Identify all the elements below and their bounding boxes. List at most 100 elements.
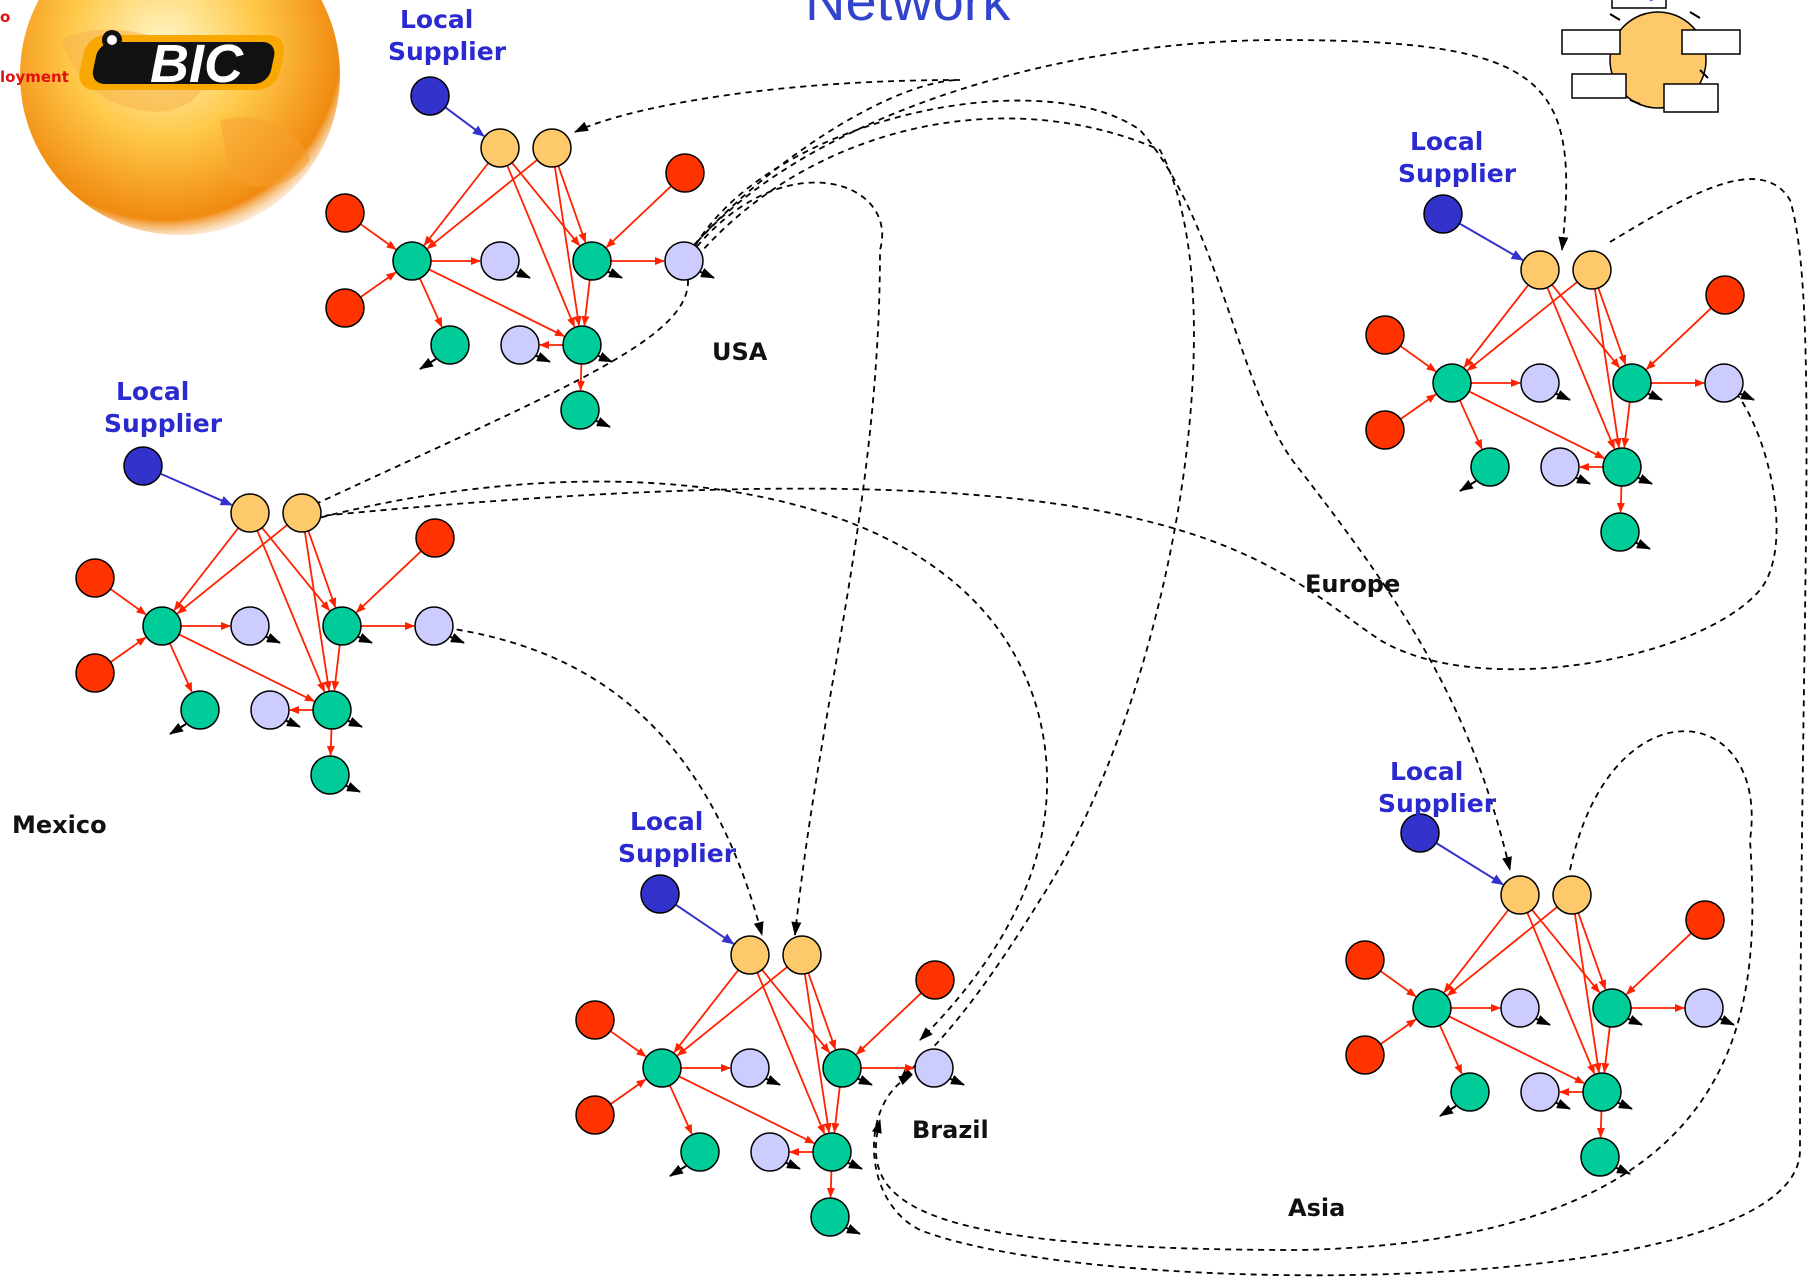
- flow-arrow: [176, 524, 288, 615]
- bic-logo: BIC o loyment: [0, 0, 340, 235]
- outflow-arrow: [1439, 1104, 1457, 1117]
- outflow-arrow: [513, 268, 531, 279]
- inter-region-link: [291, 279, 689, 516]
- green-node: [392, 241, 432, 281]
- flow-arrow: [1448, 1015, 1585, 1084]
- local-supplier-node: [410, 76, 450, 116]
- green-node: [1600, 512, 1640, 552]
- red-node: [1365, 410, 1405, 450]
- outflow-arrow: [283, 717, 301, 728]
- lavender-node: [250, 690, 290, 730]
- red-node: [75, 558, 115, 598]
- outflow-arrow: [355, 633, 373, 644]
- inter-region-links: [291, 39, 1808, 1277]
- lavender-node: [1500, 988, 1540, 1028]
- outflow-arrow: [1625, 1015, 1643, 1026]
- inter-region-link: [423, 624, 764, 936]
- outflow-arrow: [419, 357, 437, 370]
- green-node: [1582, 1072, 1622, 1112]
- flow-arrow: [553, 166, 582, 327]
- orange-node: [230, 493, 270, 533]
- flow-arrow: [803, 973, 832, 1134]
- flow-arrow: [331, 644, 341, 692]
- supplier-arrow: [675, 903, 735, 945]
- outflow-arrow: [843, 1224, 861, 1235]
- supplier-label: Local: [1410, 127, 1483, 156]
- page-title: Network: [805, 0, 1011, 32]
- region-label-mexico: Mexico: [12, 811, 107, 839]
- green-node: [180, 690, 220, 730]
- outflow-arrow: [1635, 474, 1653, 485]
- green-node: [642, 1048, 682, 1088]
- flow-arrow: [109, 588, 147, 616]
- logo-text-1: o: [0, 8, 10, 26]
- outflow-arrow: [263, 633, 281, 644]
- orange-node: [1500, 875, 1540, 915]
- orange-node: [480, 128, 520, 168]
- flow-arrow: [506, 165, 576, 328]
- region-label-usa: USA: [712, 338, 768, 366]
- outflow-arrow: [605, 268, 623, 279]
- green-node: [560, 390, 600, 430]
- orange-node: [532, 128, 572, 168]
- outflow-arrow: [845, 1159, 863, 1170]
- lavender-node: [730, 1048, 770, 1088]
- flow-arrow: [303, 531, 332, 692]
- flow-arrow: [1466, 281, 1578, 372]
- supplier-label: Supplier: [618, 839, 737, 868]
- outflow-arrow: [669, 1164, 687, 1177]
- green-node: [562, 325, 602, 365]
- inter-region-link: [689, 117, 1195, 1081]
- green-node: [1412, 988, 1452, 1028]
- flow-arrow: [359, 223, 397, 251]
- green-node: [810, 1197, 850, 1237]
- outflow-arrow: [763, 1075, 781, 1086]
- red-node: [1685, 900, 1725, 940]
- orange-node: [782, 935, 822, 975]
- flow-arrow: [1645, 307, 1712, 370]
- flow-arrow: [261, 527, 331, 612]
- outflow-arrow: [447, 633, 465, 644]
- red-node: [415, 518, 455, 558]
- outflow-arrow: [783, 1159, 801, 1170]
- green-node: [1580, 1137, 1620, 1177]
- flow-arrow: [826, 1170, 835, 1199]
- lavender-node: [1684, 988, 1724, 1028]
- flow-arrow: [1400, 393, 1437, 420]
- orange-node: [730, 935, 770, 975]
- red-node: [75, 653, 115, 693]
- lavender-node: [664, 241, 704, 281]
- flow-arrow: [1446, 906, 1558, 997]
- lavender-node: [1704, 363, 1744, 403]
- flow-arrow: [419, 277, 443, 328]
- lavender-node: [414, 606, 454, 646]
- flow-arrow: [761, 969, 831, 1054]
- local-supplier-node: [1400, 813, 1440, 853]
- flow-arrow: [169, 642, 193, 693]
- flow-arrow: [1597, 287, 1627, 366]
- flow-arrow: [1468, 390, 1605, 459]
- green-node: [812, 1132, 852, 1172]
- inter-region-link: [299, 377, 1778, 671]
- supplier-arrow: [1435, 842, 1504, 886]
- orange-node: [1572, 250, 1612, 290]
- flow-arrow: [669, 1084, 693, 1135]
- outflow-arrow: [343, 782, 361, 793]
- flow-arrow: [855, 992, 922, 1055]
- outflow-arrow: [345, 717, 363, 728]
- local-supplier-node: [123, 446, 163, 486]
- supplier-arrow: [159, 472, 233, 506]
- inter-region-link: [574, 79, 961, 246]
- red-node: [325, 288, 365, 328]
- outflow-arrow: [1553, 1099, 1571, 1110]
- lavender-node: [750, 1132, 790, 1172]
- supplier-label: Local: [630, 807, 703, 836]
- flow-arrow: [256, 530, 326, 693]
- inter-region-link: [689, 181, 883, 936]
- outflow-arrow: [1573, 474, 1591, 485]
- flow-arrow: [1399, 345, 1437, 373]
